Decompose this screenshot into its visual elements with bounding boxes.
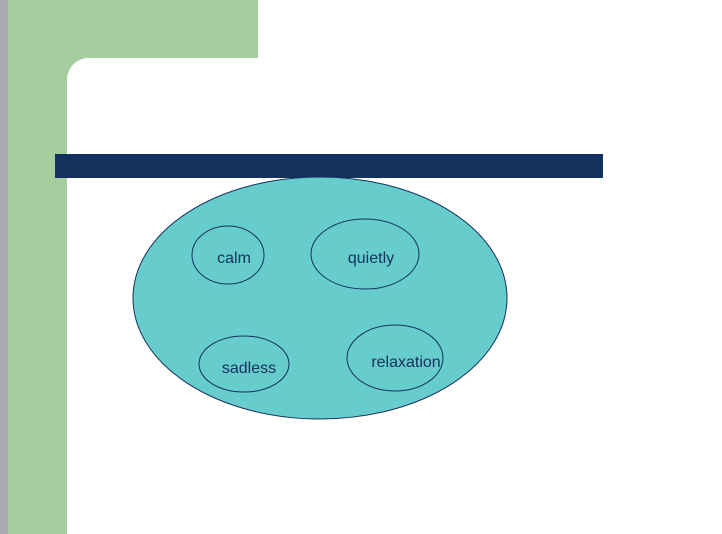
node-label-sadless: sadless — [222, 360, 276, 377]
outer-ellipse — [132, 176, 508, 420]
node-ellipse-quietly — [310, 218, 420, 290]
green-top-band — [8, 0, 258, 58]
node-ellipse-relaxation — [346, 324, 444, 392]
node-ellipse-calm — [191, 225, 265, 285]
title-bar — [55, 154, 603, 178]
gray-side-strip — [0, 0, 8, 534]
node-label-quietly: quietly — [348, 250, 394, 267]
green-left-band — [8, 58, 67, 534]
node-label-relaxation: relaxation — [371, 354, 440, 371]
node-label-calm: calm — [217, 250, 251, 267]
node-ellipse-sadless — [198, 335, 290, 393]
inner-nodes: calm quietly sadless relaxation — [191, 218, 444, 393]
